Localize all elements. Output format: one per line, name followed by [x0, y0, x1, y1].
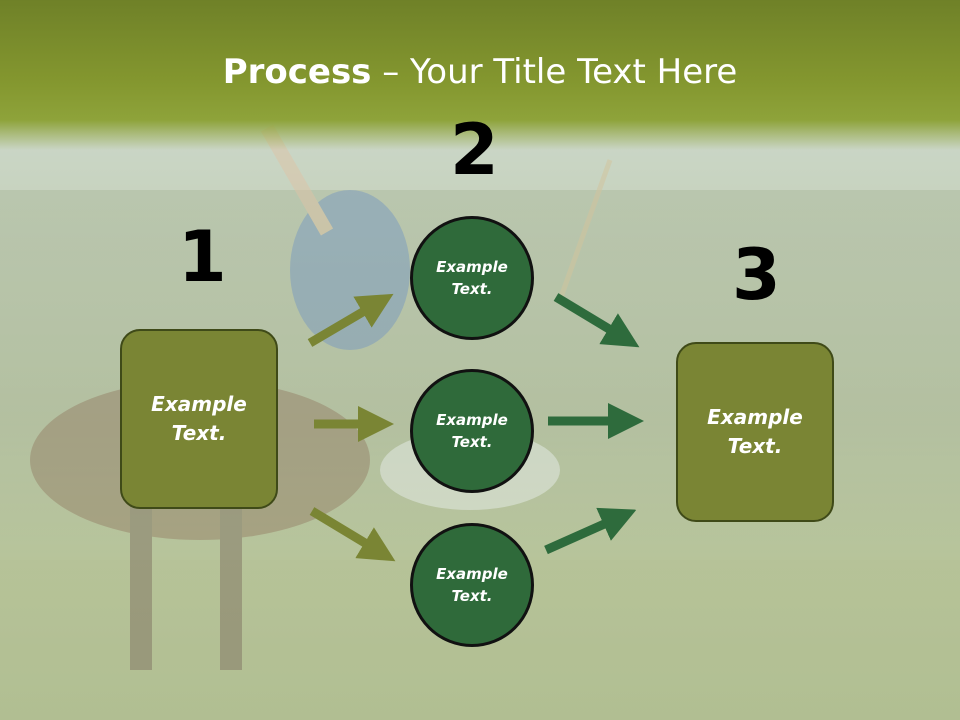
arrow-left-down [309, 507, 396, 562]
slide-title: Process – Your Title Text Here [0, 52, 960, 92]
process-circle-middle[interactable]: Example Text. [410, 369, 534, 493]
step-box-3[interactable]: Example Text. [676, 342, 834, 522]
slide-title-bold: Process [222, 52, 372, 92]
process-circle-top[interactable]: Example Text. [410, 216, 534, 340]
step-number-3: 3 [732, 234, 781, 316]
process-circle-bottom[interactable]: Example Text. [410, 523, 534, 647]
arrow-left-up [307, 293, 394, 347]
arrow-right-up [553, 293, 640, 348]
title-bar [0, 0, 960, 150]
step-box-1[interactable]: Example Text. [120, 329, 278, 509]
step-number-1: 1 [178, 216, 227, 298]
arrow-right-down [544, 507, 637, 555]
step-number-2: 2 [450, 109, 499, 191]
slide-title-rest: – Your Title Text Here [371, 52, 738, 92]
